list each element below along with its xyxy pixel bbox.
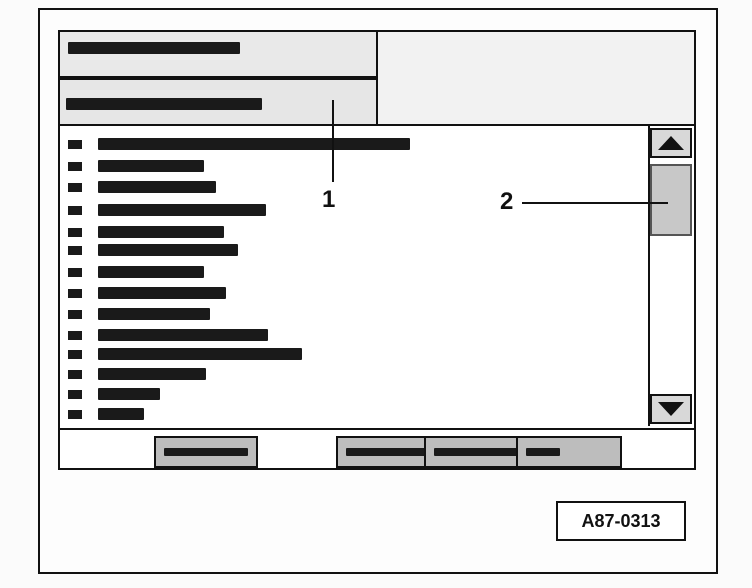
list-item[interactable]	[98, 204, 266, 216]
redacted-button-label	[526, 448, 561, 456]
scroll-up-button[interactable]	[650, 128, 692, 158]
list-item-bullet	[68, 350, 82, 359]
callout-1-label: 1	[322, 186, 336, 213]
list-item[interactable]	[98, 226, 224, 238]
redacted-title-text	[68, 42, 240, 54]
list-item[interactable]	[98, 408, 144, 420]
header-divider	[60, 124, 694, 126]
callout-2-label: 2	[500, 188, 514, 215]
redacted-subtitle-text	[66, 98, 262, 110]
list-item-bullet	[68, 410, 82, 419]
list-item-bullet	[68, 310, 82, 319]
list-item[interactable]	[98, 308, 210, 320]
list-item-bullet	[68, 289, 82, 298]
list-item-bullet	[68, 246, 82, 255]
list-item-bullet	[68, 183, 82, 192]
list-item-bullet	[68, 140, 82, 149]
list-item-bullet	[68, 390, 82, 399]
list-item[interactable]	[98, 388, 160, 400]
list-item[interactable]	[98, 329, 268, 341]
figure-reference-label: A87-0313	[556, 501, 686, 541]
list-item[interactable]	[98, 266, 204, 278]
list-item-bullet	[68, 268, 82, 277]
list-item-bullet	[68, 162, 82, 171]
list-item-bullet	[68, 206, 82, 215]
header-title-field	[60, 32, 376, 78]
function-button-1[interactable]	[154, 436, 258, 468]
callout-1-leader	[332, 100, 334, 182]
callout-2-leader	[522, 202, 668, 204]
list-item[interactable]	[98, 368, 206, 380]
arrow-down-icon	[658, 402, 684, 416]
list-item[interactable]	[98, 138, 410, 150]
redacted-button-label	[346, 448, 430, 456]
list-item[interactable]	[98, 348, 302, 360]
arrow-up-icon	[658, 136, 684, 150]
list-item[interactable]	[98, 244, 238, 256]
list-item-bullet	[68, 331, 82, 340]
function-button-4[interactable]	[516, 436, 622, 468]
redacted-button-label	[434, 448, 522, 456]
redacted-button-label	[164, 448, 248, 456]
list-item-bullet	[68, 228, 82, 237]
list-item[interactable]	[98, 287, 226, 299]
scrollbar-thumb[interactable]	[650, 164, 692, 236]
header-info-panel	[376, 32, 694, 124]
header-subtitle-field	[60, 78, 376, 124]
function-button-2[interactable]	[336, 436, 440, 468]
scroll-down-button[interactable]	[650, 394, 692, 424]
list-item-bullet	[68, 370, 82, 379]
list-item[interactable]	[98, 181, 216, 193]
list-item[interactable]	[98, 160, 204, 172]
function-button-3[interactable]	[424, 436, 532, 468]
